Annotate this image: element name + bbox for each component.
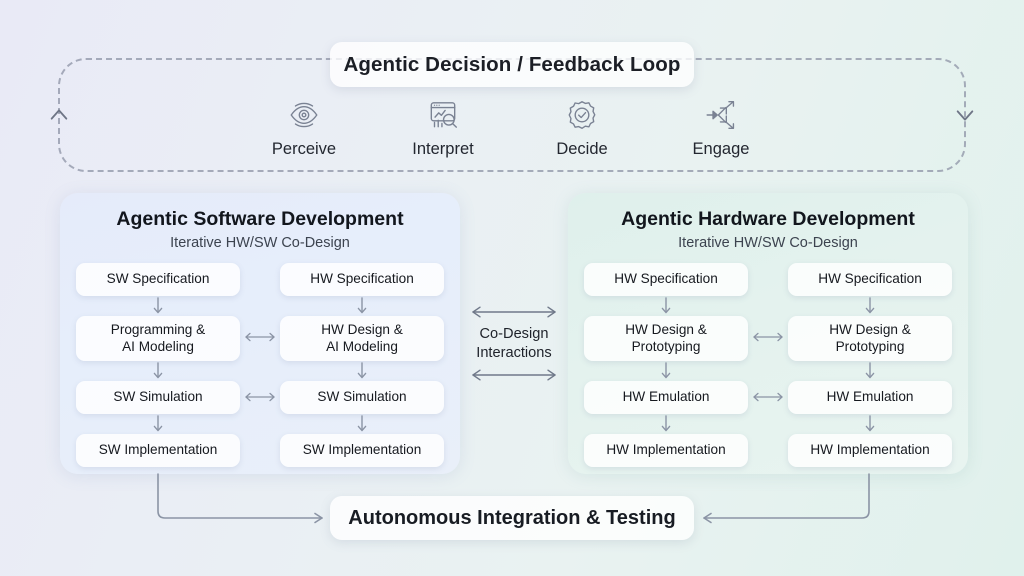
co-design-label-line2: Interactions bbox=[476, 344, 552, 361]
chevron-up-icon bbox=[48, 104, 70, 126]
chevron-down-icon bbox=[954, 104, 976, 126]
loop-stage-label: Perceive bbox=[271, 140, 337, 158]
flow-node[interactable]: HW Specification bbox=[584, 263, 748, 296]
flow-node[interactable]: HW Design &AI Modeling bbox=[280, 316, 444, 361]
panel-title: Agentic Hardware Development bbox=[621, 208, 915, 230]
arrow-bidirectional-icon bbox=[468, 368, 560, 382]
flow-node[interactable]: SW Implementation bbox=[76, 434, 240, 467]
flow-node[interactable]: HW Implementation bbox=[788, 434, 952, 467]
arrow-bidirectional-icon bbox=[750, 390, 786, 404]
arrow-down-icon bbox=[659, 296, 673, 316]
loop-stage-list: Perceive Interpret bbox=[240, 98, 785, 159]
flow-node[interactable]: HW Design &Prototyping bbox=[788, 316, 952, 361]
arrow-bidirectional-icon bbox=[750, 330, 786, 344]
arrow-down-icon bbox=[659, 414, 673, 434]
panel-agentic-software-development: Agentic Software Development Iterative H… bbox=[60, 193, 460, 474]
arrow-bidirectional-icon bbox=[242, 330, 278, 344]
eye-icon bbox=[287, 98, 321, 132]
flow-node[interactable]: HW Emulation bbox=[584, 381, 748, 414]
flow-node[interactable]: Programming &AI Modeling bbox=[76, 316, 240, 361]
panel-agentic-hardware-development: Agentic Hardware Development Iterative H… bbox=[568, 193, 968, 474]
loop-stage-interpret[interactable]: Interpret bbox=[379, 98, 507, 159]
feedback-loop-title: Agentic Decision / Feedback Loop bbox=[330, 42, 694, 87]
arrow-down-icon bbox=[355, 296, 369, 316]
arrow-bidirectional-icon bbox=[468, 305, 560, 319]
arrow-down-icon bbox=[151, 296, 165, 316]
flow-node[interactable]: SW Simulation bbox=[280, 381, 444, 414]
co-design-interactions: Co-Design Interactions bbox=[465, 305, 563, 382]
arrow-down-icon bbox=[355, 361, 369, 381]
flow-node[interactable]: HW Emulation bbox=[788, 381, 952, 414]
arrow-down-icon bbox=[863, 414, 877, 434]
co-design-label: Co-Design Interactions bbox=[476, 325, 551, 362]
flow-node[interactable]: HW Specification bbox=[280, 263, 444, 296]
arrow-down-icon bbox=[151, 414, 165, 434]
loop-stage-label: Engage bbox=[692, 140, 750, 158]
loop-stage-label: Decide bbox=[556, 140, 608, 158]
flow-column-left: SW Specification Programming &AI Modelin… bbox=[76, 263, 240, 467]
loop-stage-decide[interactable]: Decide bbox=[518, 98, 646, 159]
panel-columns: HW Specification HW Design &Prototyping … bbox=[584, 263, 952, 467]
branching-arrows-icon bbox=[704, 98, 738, 132]
panel-title: Agentic Software Development bbox=[116, 208, 404, 230]
co-design-label-line1: Co-Design bbox=[479, 326, 549, 342]
arrow-down-icon bbox=[151, 361, 165, 381]
flow-column-right: HW Specification HW Design &AI Modeling … bbox=[280, 263, 444, 467]
loop-stage-perceive[interactable]: Perceive bbox=[240, 98, 368, 159]
flow-node[interactable]: SW Simulation bbox=[76, 381, 240, 414]
flow-node[interactable]: SW Specification bbox=[76, 263, 240, 296]
chart-magnifier-icon bbox=[426, 98, 460, 132]
arrow-down-icon bbox=[863, 361, 877, 381]
flow-node[interactable]: SW Implementation bbox=[280, 434, 444, 467]
flow-column-right: HW Specification HW Design &Prototyping … bbox=[788, 263, 952, 467]
arrow-down-icon bbox=[863, 296, 877, 316]
arrow-down-icon bbox=[355, 414, 369, 434]
gear-check-icon bbox=[565, 98, 599, 132]
loop-stage-label: Interpret bbox=[412, 140, 474, 158]
flow-node[interactable]: HW Implementation bbox=[584, 434, 748, 467]
loop-stage-engage[interactable]: Engage bbox=[657, 98, 785, 159]
autonomous-integration-testing-bar: Autonomous Integration & Testing bbox=[330, 496, 694, 540]
arrow-down-icon bbox=[659, 361, 673, 381]
panel-subtitle: Iterative HW/SW Co-Design bbox=[678, 235, 858, 251]
flow-column-left: HW Specification HW Design &Prototyping … bbox=[584, 263, 748, 467]
panel-columns: SW Specification Programming &AI Modelin… bbox=[76, 263, 444, 467]
arrow-bidirectional-icon bbox=[242, 390, 278, 404]
flow-node[interactable]: HW Design &Prototyping bbox=[584, 316, 748, 361]
panel-subtitle: Iterative HW/SW Co-Design bbox=[170, 235, 350, 251]
flow-node[interactable]: HW Specification bbox=[788, 263, 952, 296]
